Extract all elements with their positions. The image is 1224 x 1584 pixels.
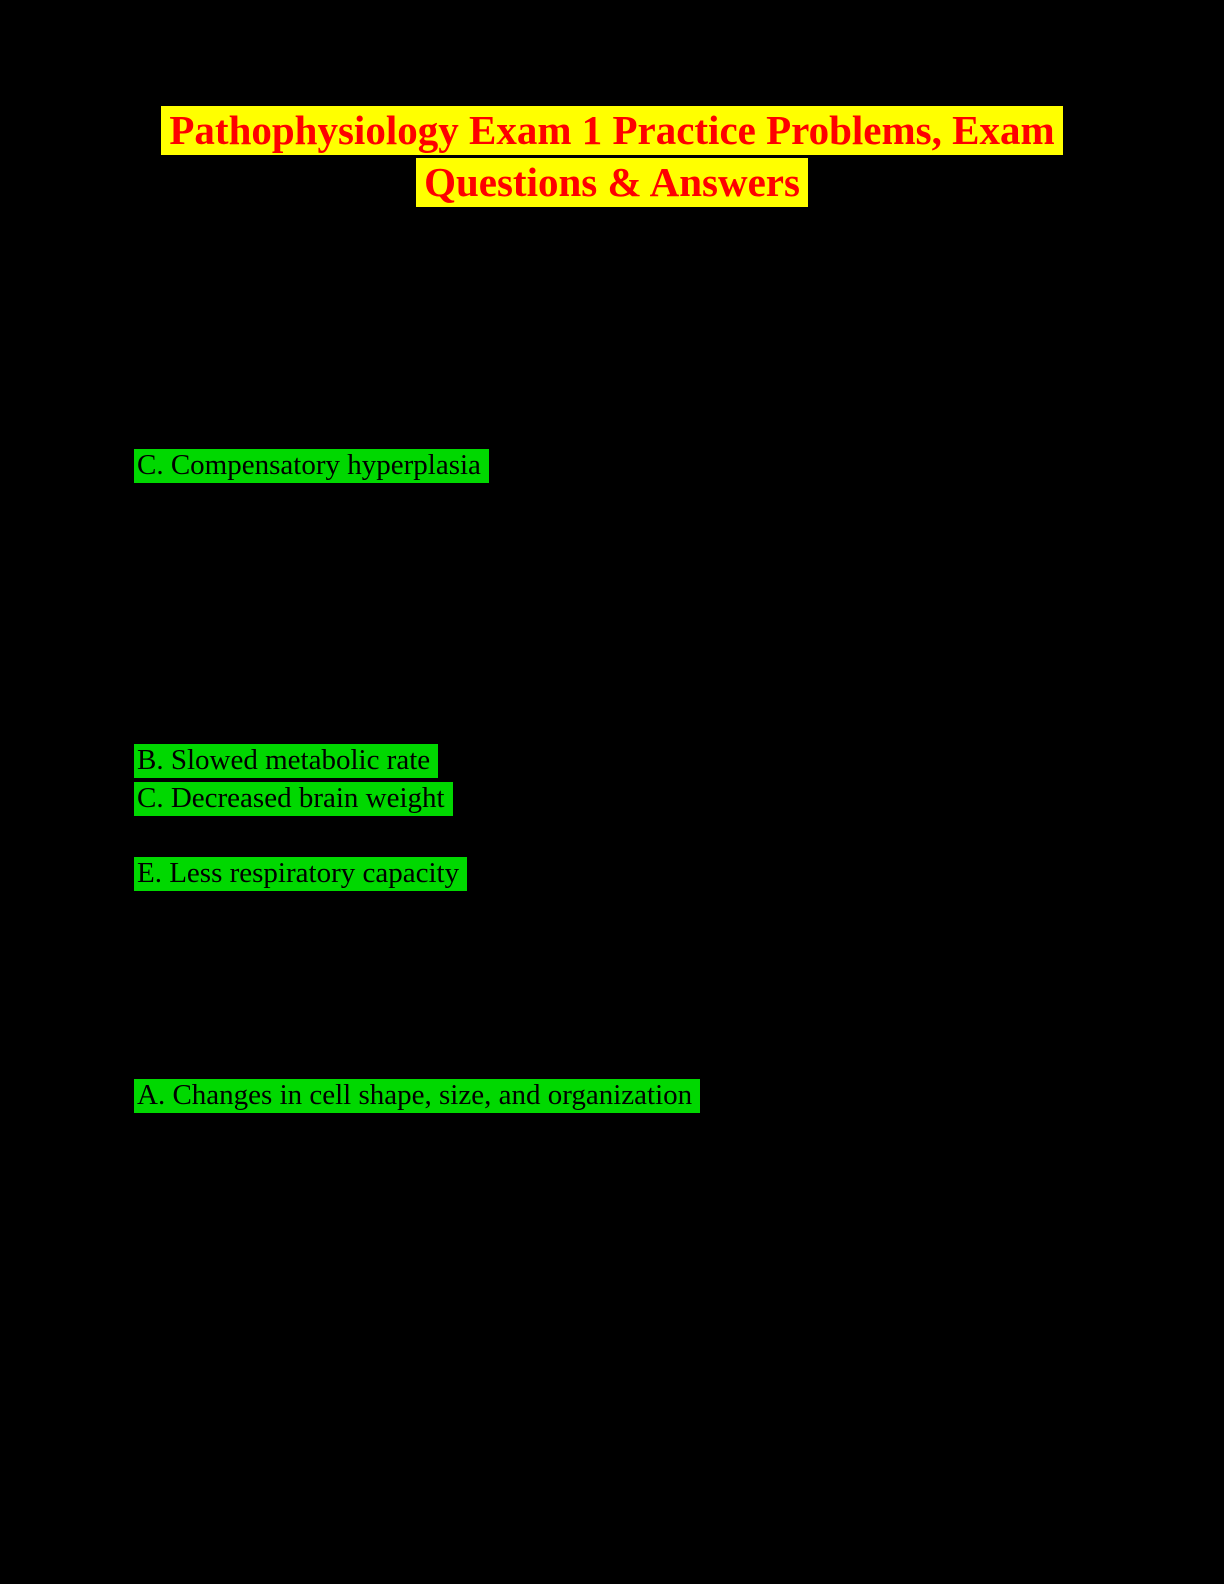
title-line-2-highlight: Questions & Answers — [416, 158, 808, 207]
highlighted-answer-decreased-brain-weight: C. Decreased brain weight — [134, 782, 453, 816]
page-title: Pathophysiology Exam 1 Practice Problems… — [0, 104, 1224, 208]
title-line-2: Questions & Answers — [0, 156, 1224, 208]
highlighted-answer-slowed-metabolic-rate: B. Slowed metabolic rate — [134, 744, 439, 778]
title-line-1: Pathophysiology Exam 1 Practice Problems… — [0, 104, 1224, 156]
title-line-1-highlight: Pathophysiology Exam 1 Practice Problems… — [161, 106, 1063, 155]
highlighted-answer-changes-in-cell-shape: A. Changes in cell shape, size, and orga… — [134, 1079, 701, 1113]
highlighted-answer-less-respiratory-capacity: E. Less respiratory capacity — [134, 857, 468, 891]
highlighted-answer-compensatory-hyperplasia: C. Compensatory hyperplasia — [134, 449, 489, 483]
